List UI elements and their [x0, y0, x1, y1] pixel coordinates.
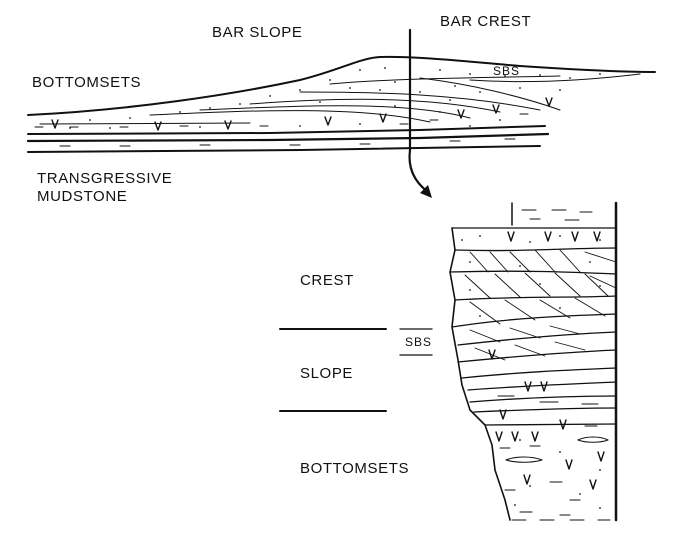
mudstone-label: MUDSTONE	[37, 188, 128, 205]
transgressive-label: TRANSGRESSIVE	[37, 170, 173, 187]
vertical-log	[449, 201, 618, 522]
section-arrow-curve	[408, 148, 430, 194]
bar-cross-section	[26, 28, 656, 198]
burrow-marks	[51, 97, 553, 131]
log-bed-lines	[449, 227, 617, 426]
mud-dashes	[34, 113, 529, 147]
sbs-label-log: SBS	[405, 335, 433, 349]
bar-base-line	[27, 125, 546, 135]
section-arrow-head	[420, 185, 432, 198]
mudstone-line-lower	[27, 145, 541, 153]
slope-label: SLOPE	[300, 365, 354, 382]
log-cross-beds	[464, 249, 617, 361]
bar-slope-label: BAR SLOPE	[212, 24, 303, 41]
bottomsets-label-top: BOTTOMSETS	[32, 74, 142, 91]
log-cap-dashes	[521, 209, 593, 221]
bar-crest-label: BAR CREST	[440, 13, 532, 30]
log-stipple	[461, 235, 601, 509]
crest-label: CREST	[300, 272, 354, 289]
zone-dividers	[279, 328, 433, 412]
bottomsets-label-log: BOTTOMSETS	[300, 460, 410, 477]
bar-stipple	[69, 67, 601, 129]
bar-top-profile	[27, 55, 656, 116]
log-mud-lenses	[497, 395, 609, 516]
log-burrows	[488, 231, 605, 490]
sbs-label-top: SBS	[493, 64, 521, 78]
foreset-lines	[39, 73, 641, 125]
mudstone-line-upper	[26, 132, 550, 143]
